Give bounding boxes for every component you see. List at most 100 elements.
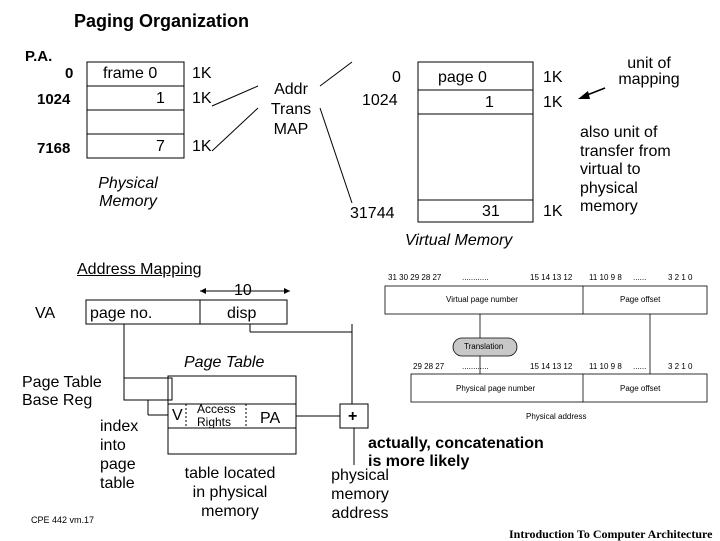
vm-size-0: 1K bbox=[543, 69, 563, 86]
fig-pa-box bbox=[410, 373, 708, 403]
pa-field: PA bbox=[260, 410, 281, 427]
va-label: VA bbox=[35, 305, 56, 322]
adder-plus: + bbox=[348, 408, 358, 425]
table-note-line-3: memory bbox=[201, 503, 259, 520]
va-register-box bbox=[85, 299, 288, 325]
pm-size-7: 1K bbox=[192, 138, 212, 155]
base-reg-line-2: Base Reg bbox=[22, 392, 93, 409]
note-mapping-line-2: mapping bbox=[618, 71, 680, 88]
fig-translation-label: Translation bbox=[464, 342, 504, 351]
fig-pa-bits-mid: 15 14 13 12 bbox=[530, 362, 573, 371]
fig-vpn-label: Virtual page number bbox=[446, 295, 518, 304]
note-mapping-line-1: unit of bbox=[627, 55, 671, 72]
fig-va-dots-2: ...... bbox=[633, 273, 647, 282]
map-connector-right-2 bbox=[319, 61, 353, 87]
footer-course: CPE 442 vm.17 bbox=[31, 515, 95, 525]
pm-label-line-2: Memory bbox=[99, 193, 157, 210]
phys-addr-line-2: memory bbox=[331, 486, 389, 503]
fig-pa-dots-2: ...... bbox=[633, 362, 647, 371]
fig-translation-pill bbox=[452, 337, 518, 357]
note-transfer-line-2: transfer from bbox=[580, 142, 671, 160]
fig-pa-offset-label: Page offset bbox=[620, 384, 661, 393]
map-connector-left bbox=[211, 107, 259, 152]
vm-address-0: 0 bbox=[392, 69, 401, 86]
index-line-3: page bbox=[100, 456, 136, 473]
map-connector-left-2 bbox=[211, 85, 259, 107]
access-line-1: Access bbox=[197, 402, 236, 416]
fig-va-bits-right: 11 10 9 8 bbox=[589, 273, 622, 282]
pm-size-1: 1K bbox=[192, 90, 212, 107]
page-table-title: Page Table bbox=[184, 354, 265, 371]
fig-physical-address-label: Physical address bbox=[526, 412, 587, 421]
note-transfer-line-5: memory bbox=[580, 198, 638, 215]
address-mapping-title: Address Mapping bbox=[77, 261, 202, 278]
frame-1: 1 bbox=[156, 90, 165, 107]
fig-pa-bits-right: 11 10 9 8 bbox=[589, 362, 622, 371]
access-line-2: Rights bbox=[197, 415, 232, 429]
page-31: 31 bbox=[482, 203, 500, 220]
table-location-note: table located in physical memory bbox=[172, 464, 288, 521]
pm-label-line-1: Physical bbox=[98, 175, 158, 192]
base-reg-box bbox=[123, 377, 173, 401]
physical-memory-label: Physical Memory bbox=[88, 175, 168, 211]
index-line-4: table bbox=[100, 475, 135, 492]
map-line-3: MAP bbox=[273, 121, 309, 138]
index-line-1: index bbox=[100, 418, 139, 435]
pm-size-0: 1K bbox=[192, 65, 212, 82]
fig-ppn-label: Physical page number bbox=[456, 384, 536, 393]
index-line-2: into bbox=[100, 437, 126, 454]
table-note-line-2: in physical bbox=[192, 484, 268, 501]
pm-address-7168: 7168 bbox=[37, 140, 71, 157]
page-no-field: page no. bbox=[90, 305, 153, 322]
physical-memory-address: physical memory address bbox=[322, 466, 398, 523]
virtual-memory-box bbox=[417, 61, 534, 223]
page-title: Paging Organization bbox=[74, 11, 250, 31]
note-transfer-line-3: virtual to bbox=[580, 161, 641, 178]
phys-addr-line-1: physical bbox=[331, 467, 389, 484]
unit-arrow-head bbox=[578, 91, 590, 99]
valid-bit: V bbox=[172, 407, 183, 424]
map-line-1: Addr bbox=[274, 81, 308, 98]
frame-7: 7 bbox=[156, 138, 165, 155]
note-transfer-line-4: physical bbox=[580, 179, 638, 197]
page-1: 1 bbox=[485, 94, 494, 111]
addr-trans-map: Addr Trans MAP bbox=[262, 80, 320, 140]
index-into-page-table: index into page table bbox=[100, 417, 138, 493]
unit-of-mapping-note: unit of mapping bbox=[608, 56, 690, 88]
access-rights: Access Rights bbox=[197, 403, 236, 429]
vm-address-1024: 1024 bbox=[362, 92, 398, 109]
vm-size-1: 1K bbox=[543, 94, 563, 111]
disp-arrow-right bbox=[284, 288, 290, 294]
pa-label: P.A. bbox=[25, 48, 53, 65]
disp-bits: 10 bbox=[234, 282, 252, 299]
fig-va-dots: ............ bbox=[462, 273, 489, 282]
page-table-base-reg: Page Table Base Reg bbox=[22, 374, 102, 410]
fig-va-bits-left: 31 30 29 28 27 bbox=[388, 273, 442, 282]
fig-va-bits-end: 3 2 1 0 bbox=[668, 273, 693, 282]
table-note-line-1: table located bbox=[184, 465, 276, 482]
page-0: page 0 bbox=[438, 69, 487, 86]
virtual-memory-label: Virtual Memory bbox=[405, 232, 513, 249]
vm-size-31: 1K bbox=[543, 203, 563, 220]
fig-pa-dots: ............ bbox=[462, 362, 489, 371]
map-line-2: Trans bbox=[270, 101, 312, 118]
note-transfer-line-1: also unit of bbox=[580, 124, 658, 141]
disp-field: disp bbox=[227, 305, 257, 322]
concat-line-2: is more likely bbox=[368, 453, 470, 470]
disp-arrow-left bbox=[200, 288, 206, 294]
pm-address-0: 0 bbox=[65, 65, 74, 82]
vm-address-31744: 31744 bbox=[350, 205, 395, 222]
pm-address-1024: 1024 bbox=[37, 91, 71, 108]
unit-of-transfer-note: also unit of transfer from virtual to ph… bbox=[580, 124, 671, 217]
concatenation-note: actually, concatenation is more likely bbox=[368, 435, 544, 471]
fig-offset-label: Page offset bbox=[620, 295, 661, 304]
base-reg-line-1: Page Table bbox=[22, 374, 102, 391]
fig-va-box bbox=[384, 285, 708, 315]
map-connector-right bbox=[319, 107, 353, 204]
fig-pa-bits-left: 29 28 27 bbox=[413, 362, 445, 371]
concat-line-1: actually, concatenation bbox=[368, 435, 544, 452]
footer-book: Introduction To Computer Architecture bbox=[509, 527, 713, 541]
phys-addr-line-3: address bbox=[331, 505, 389, 522]
frame-0: frame 0 bbox=[103, 65, 158, 82]
